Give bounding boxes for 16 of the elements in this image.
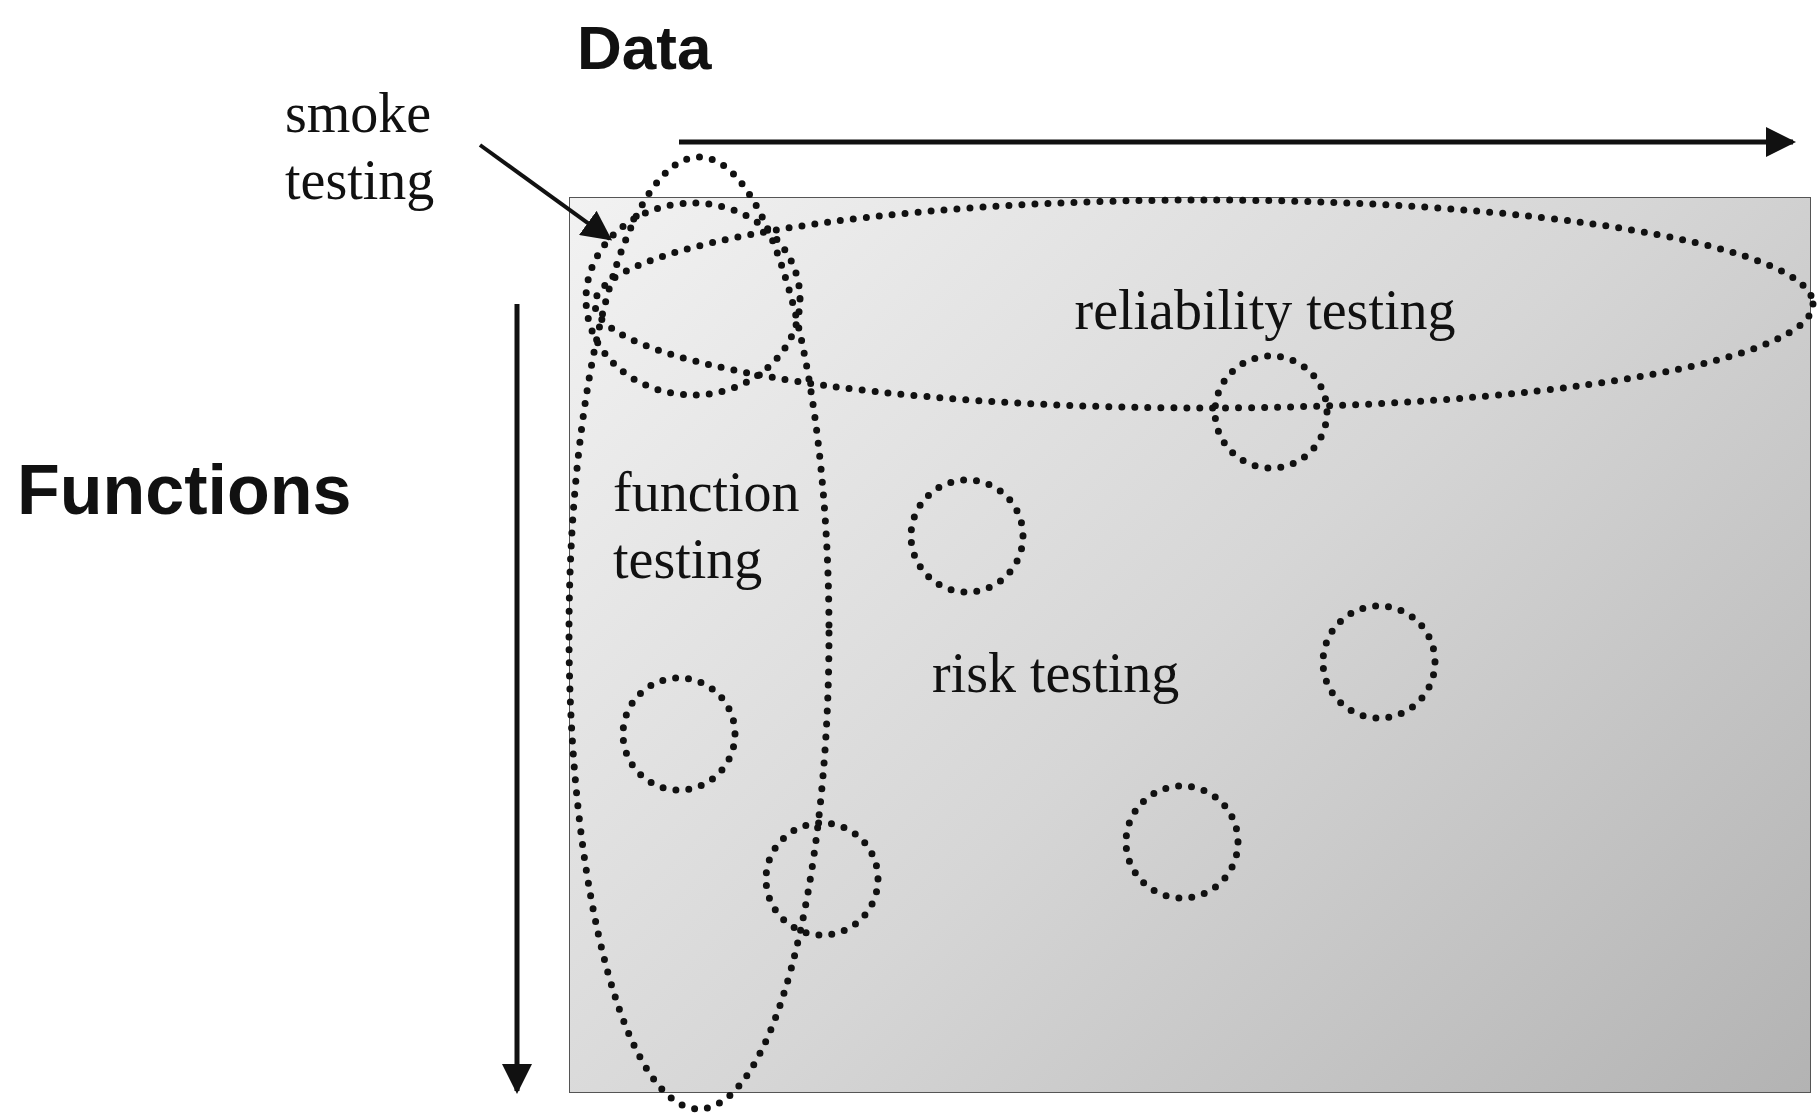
dotted-circle bbox=[1210, 351, 1332, 473]
region-label: function testing bbox=[613, 460, 801, 593]
axis-title: Data bbox=[577, 12, 712, 83]
axis-title: Functions bbox=[17, 450, 352, 530]
dotted-circle bbox=[1121, 781, 1243, 903]
dotted-circle bbox=[581, 198, 805, 400]
region-label: risk testing bbox=[932, 641, 1180, 706]
dotted-circle bbox=[1318, 601, 1440, 723]
dotted-ellipse bbox=[564, 152, 834, 1114]
region-label: reliability testing bbox=[1074, 278, 1456, 343]
dotted-ellipse bbox=[590, 195, 1818, 413]
dotted-circle bbox=[618, 673, 740, 795]
leader-line bbox=[478, 143, 613, 241]
dotted-circle bbox=[761, 818, 883, 940]
dotted-circle bbox=[906, 475, 1028, 597]
callout-text: smoke testing bbox=[285, 80, 480, 215]
